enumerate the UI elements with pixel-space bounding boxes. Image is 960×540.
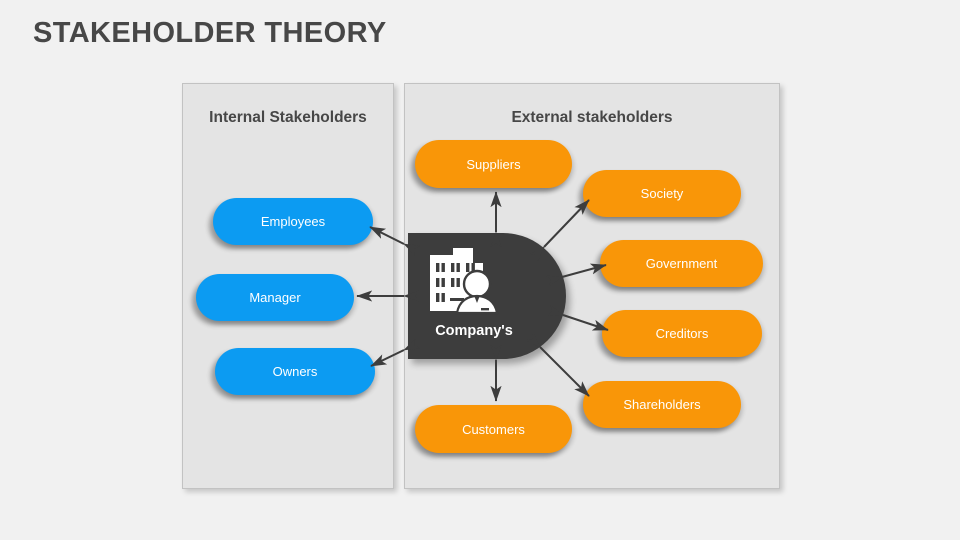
stakeholder-pill-creditors[interactable]: Creditors bbox=[602, 310, 762, 357]
stakeholder-pill-customers[interactable]: Customers bbox=[415, 405, 572, 453]
company-building-person-icon bbox=[430, 248, 499, 315]
stakeholder-pill-owners[interactable]: Owners bbox=[215, 348, 375, 395]
stakeholder-pill-shareholders[interactable]: Shareholders bbox=[583, 381, 741, 428]
stakeholder-pill-society[interactable]: Society bbox=[583, 170, 741, 217]
stakeholder-pill-creditors-label: Creditors bbox=[655, 326, 709, 341]
stakeholder-pill-owners-label: Owners bbox=[272, 364, 318, 379]
center-node-company[interactable]: Company's bbox=[408, 233, 566, 359]
stakeholder-pill-employees-label: Employees bbox=[260, 214, 326, 229]
stakeholder-pill-government[interactable]: Government bbox=[600, 240, 763, 287]
panel-internal-title: Internal Stakeholders bbox=[209, 109, 367, 126]
center-node-label: Company's bbox=[435, 323, 513, 339]
stakeholder-pill-manager-label: Manager bbox=[249, 290, 301, 305]
stakeholder-pill-suppliers-label: Suppliers bbox=[466, 156, 521, 172]
stakeholder-pill-employees[interactable]: Employees bbox=[213, 198, 373, 245]
stakeholder-pill-government-label: Government bbox=[645, 256, 718, 271]
panel-external-title: External stakeholders bbox=[511, 109, 673, 126]
stakeholder-pill-suppliers[interactable]: Suppliers bbox=[415, 140, 572, 188]
stakeholder-pill-manager[interactable]: Manager bbox=[196, 274, 354, 321]
page-title: STAKEHOLDER THEORY bbox=[33, 17, 387, 49]
stakeholder-pill-shareholders-label: Shareholders bbox=[623, 397, 701, 412]
stakeholder-pill-customers-label: Customers bbox=[462, 421, 525, 437]
stakeholder-pill-society-label: Society bbox=[640, 186, 684, 201]
